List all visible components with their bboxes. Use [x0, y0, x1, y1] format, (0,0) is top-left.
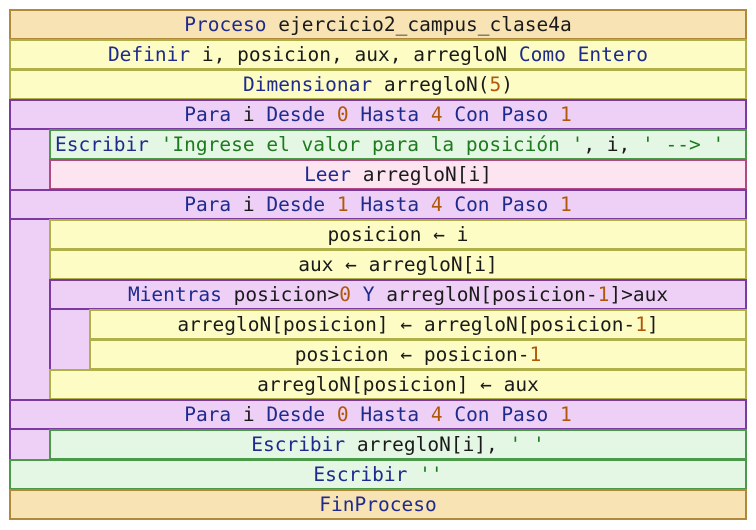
escribir-vacio-statement: Escribir ''	[9, 459, 747, 490]
asignacion-aux: aux ← arregloN[i]	[49, 249, 747, 280]
fin-proceso: FinProceso	[9, 489, 747, 520]
asignacion-insertar: arregloN[posicion] ← aux	[49, 369, 747, 400]
asignacion-posicion: posicion ← i	[49, 219, 747, 250]
dimensionar-statement: Dimensionar arregloN(5)	[9, 69, 747, 100]
asignacion-decrementar: posicion ← posicion-1	[89, 339, 747, 370]
escribir-prompt-statement: Escribir 'Ingrese el valor para la posic…	[49, 129, 747, 160]
para-loop-3-header: Para i Desde 0 Hasta 4 Con Paso 1	[9, 399, 747, 430]
para-loop-2-header: Para i Desde 1 Hasta 4 Con Paso 1	[9, 189, 747, 220]
asignacion-desplazar: arregloN[posicion] ← arregloN[posicion-1…	[89, 309, 747, 340]
para-loop-1-header: Para i Desde 0 Hasta 4 Con Paso 1	[9, 99, 747, 130]
escribir-arreglo-statement: Escribir arregloN[i], ' '	[49, 429, 747, 460]
mientras-loop-header: Mientras posicion>0 Y arregloN[posicion-…	[49, 279, 747, 310]
definir-statement: Definir i, posicion, aux, arregloN Como …	[9, 39, 747, 70]
leer-statement: Leer arregloN[i]	[49, 159, 747, 190]
proceso-header: Proceso ejercicio2_campus_clase4a	[9, 9, 747, 40]
